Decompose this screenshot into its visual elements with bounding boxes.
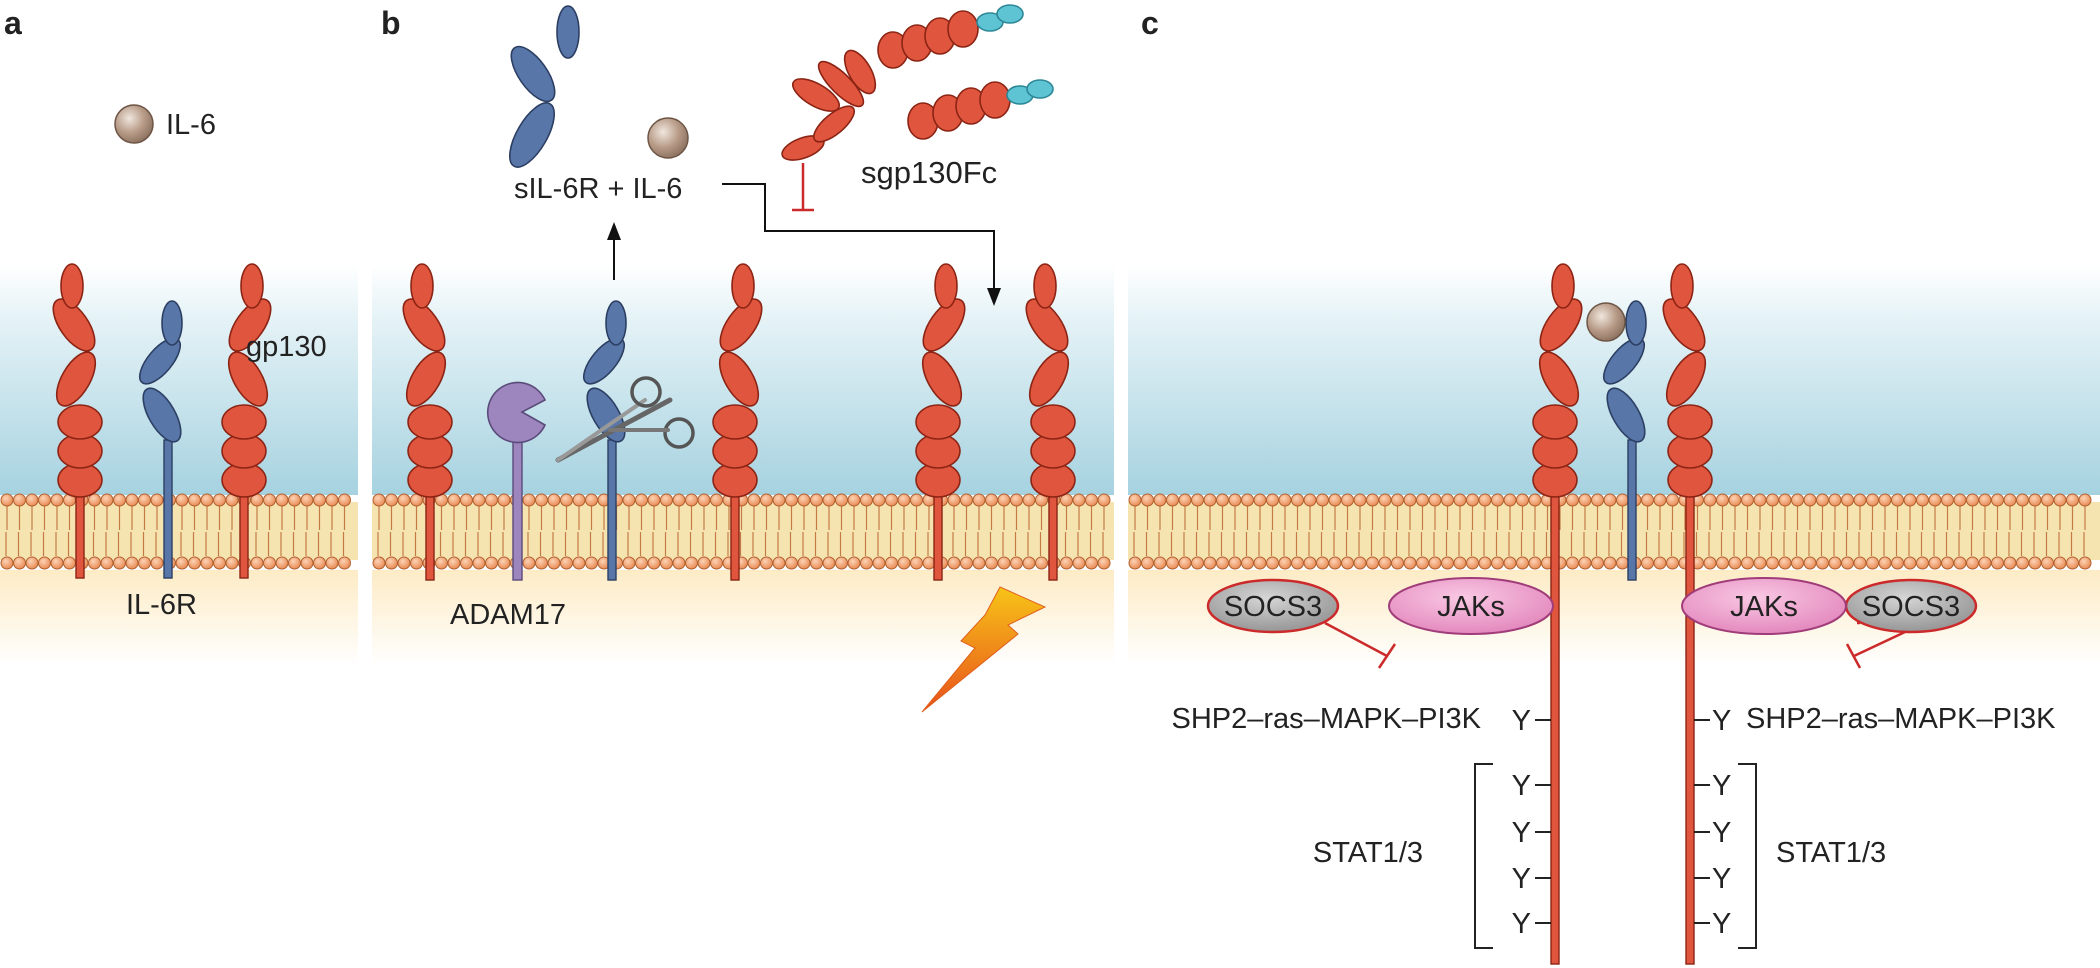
adam17-label: ADAM17 xyxy=(450,599,566,631)
lightning-bolt-icon xyxy=(921,586,1047,713)
socs3-protein-left xyxy=(1206,578,1340,634)
socs3-inhibition-bar-right xyxy=(1845,643,1862,669)
il6-ligand-b xyxy=(647,117,689,159)
shedding-arrowhead xyxy=(607,222,621,240)
gp130-receptor-a-left xyxy=(52,263,103,579)
soluble-il6r xyxy=(509,5,580,168)
stat-bracket-right xyxy=(1738,763,1757,949)
tyrosine-left-4: Y xyxy=(1512,908,1531,940)
scissors-icon xyxy=(555,376,695,463)
tyrosine-left-0: Y xyxy=(1512,705,1531,737)
jak-kinase-right xyxy=(1681,577,1847,635)
panel-letter-a: a xyxy=(4,5,22,41)
tyrosine-right-4: Y xyxy=(1712,908,1731,940)
stat-label-right: STAT1/3 xyxy=(1776,837,1886,869)
extracellular-space-a xyxy=(0,265,358,495)
gp130-receptor-b-4 xyxy=(1025,263,1076,581)
gp130-label: gp130 xyxy=(246,331,327,363)
trans-signaling-arrowhead xyxy=(987,288,1001,306)
adam17-protease xyxy=(486,381,547,581)
cytoplasm-a xyxy=(0,570,358,665)
tyrosine-left-2: Y xyxy=(1512,817,1531,849)
tyrosine-left-1: Y xyxy=(1512,770,1531,802)
il6-label-a: IL-6 xyxy=(166,109,216,141)
soluble-complex-label: sIL-6R + IL-6 xyxy=(514,173,682,205)
tyrosine-right-0: Y xyxy=(1712,705,1731,737)
socs3-inhibition-bar-left xyxy=(1377,643,1397,669)
membrane-panel-b xyxy=(372,493,1114,570)
tyrosine-right-1: Y xyxy=(1712,770,1731,802)
stat-bracket-left xyxy=(1474,763,1493,949)
membrane-panel-c xyxy=(1128,493,2100,570)
gp130-receptor-a-right xyxy=(221,263,272,579)
tyrosine-left-3: Y xyxy=(1512,863,1531,895)
sgp130fc-inhibitor xyxy=(781,4,1054,161)
gp130-receptor-b-3 xyxy=(915,263,966,581)
tyrosine-right-3: Y xyxy=(1712,863,1731,895)
panel-c-signaling: SOCS3 SOCS3 JAKs JAKs SHP2–ras–MAPK–PI3K… xyxy=(1172,577,2056,949)
il6-ligand-a xyxy=(114,104,154,144)
cell-membranes xyxy=(0,493,2100,570)
stat-label-left: STAT1/3 xyxy=(1313,837,1423,869)
il6r-receptor-a xyxy=(138,300,183,579)
membrane-panel-a xyxy=(0,493,358,570)
il6-ligand-c xyxy=(1586,302,1626,342)
gp130-receptor-b-1 xyxy=(402,263,453,581)
pathway-label-right: SHP2–ras–MAPK–PI3K xyxy=(1746,703,2056,735)
jak-label-right: JAKs xyxy=(1730,591,1798,623)
gp130-receptor-c-left xyxy=(1532,263,1583,965)
sgp130fc-label: sgp130Fc xyxy=(861,155,997,190)
il6r-receptor-b xyxy=(582,300,627,581)
gp130-receptor-c-right xyxy=(1662,263,1713,965)
socs3-inhibition-line-right xyxy=(1853,630,1906,658)
proteins xyxy=(52,4,1713,965)
socs3-label-left: SOCS3 xyxy=(1224,591,1322,623)
tyrosine-right-2: Y xyxy=(1712,817,1731,849)
socs3-label-right: SOCS3 xyxy=(1862,591,1960,623)
il6r-label: IL-6R xyxy=(126,589,197,621)
il6r-receptor-c xyxy=(1602,300,1647,581)
panel-letter-b: b xyxy=(381,5,401,41)
jak-kinase-left xyxy=(1388,577,1554,635)
socs3-inhibition-line-left xyxy=(1324,621,1388,658)
gp130-receptor-b-2 xyxy=(712,263,763,581)
pathway-label-left: SHP2–ras–MAPK–PI3K xyxy=(1172,703,1482,735)
panel-letter-c: c xyxy=(1141,5,1159,41)
jak-label-left: JAKs xyxy=(1437,591,1505,623)
trans-signaling-arrow xyxy=(722,183,995,290)
